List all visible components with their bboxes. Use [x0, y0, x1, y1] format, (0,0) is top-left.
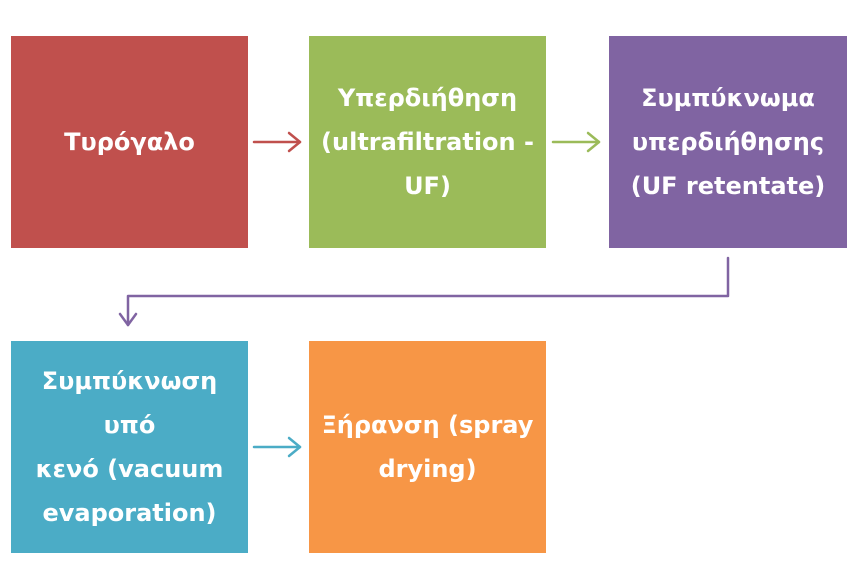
connector-whey-to-ultrafiltration [252, 131, 302, 153]
step-whey-label: Τυρόγαλο [64, 128, 195, 156]
connector-retentate-to-evaporation [118, 256, 730, 327]
step-whey: Τυρόγαλο [11, 36, 248, 248]
step-uf-retentate: Συμπύκνωμα υπερδιήθησης (UF retentate) [609, 36, 847, 248]
step-vacuum-evaporation: Συμπύκνωση υπό κενό (vacuum evaporation) [11, 341, 248, 553]
step-spray-drying: Ξήρανση (spray drying) [309, 341, 546, 553]
connector-evaporation-to-spray-drying [252, 436, 302, 458]
step-spray-drying-label: Ξήρανση (spray drying) [321, 411, 534, 483]
step-vacuum-evaporation-label: Συμπύκνωση υπό κενό (vacuum evaporation) [35, 367, 224, 527]
connector-ultrafiltration-to-retentate [551, 131, 601, 153]
step-uf-retentate-label: Συμπύκνωμα υπερδιήθησης (UF retentate) [630, 84, 826, 200]
step-ultrafiltration: Υπερδιήθηση (ultrafiltration - UF) [309, 36, 546, 248]
step-ultrafiltration-label: Υπερδιήθηση (ultrafiltration - UF) [321, 84, 534, 200]
